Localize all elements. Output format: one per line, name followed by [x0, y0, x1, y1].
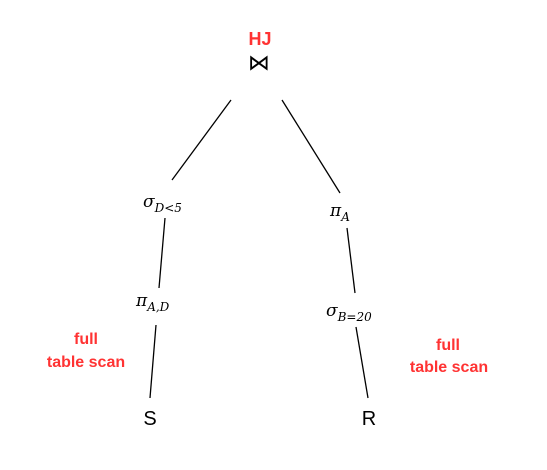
left-select-node: σD<5 [143, 192, 182, 215]
edge-right-select-to-leaf [355, 326, 369, 399]
edge-join-to-right-project [281, 99, 341, 194]
relation-s-leaf: S [143, 408, 156, 430]
left-scan-label-line2: table scan [47, 354, 125, 371]
relation-r-leaf: R [362, 408, 376, 430]
right-scan-label-line2: table scan [410, 359, 488, 376]
edge-right-project-to-select [346, 227, 356, 294]
hash-join-label: HJ [248, 29, 271, 49]
edge-left-project-to-leaf [149, 324, 157, 399]
left-project-node: πA,D [135, 291, 170, 314]
left-project-attributes: A,D [146, 300, 169, 314]
sigma-symbol: σ [143, 192, 155, 212]
left-select-condition: D<5 [154, 201, 182, 215]
left-scan-label-line1: full [74, 331, 98, 348]
right-project-attributes: A [340, 210, 350, 224]
pi-symbol: π [329, 201, 342, 221]
right-select-node: σB=20 [326, 301, 372, 324]
right-select-condition: B=20 [337, 310, 373, 324]
pi-symbol: π [135, 291, 148, 311]
join-icon: ⋈ [248, 51, 270, 76]
sigma-symbol: σ [326, 301, 338, 321]
right-project-node: πA [329, 201, 350, 224]
right-scan-label-line1: full [436, 337, 460, 354]
edge-left-select-to-project [158, 217, 166, 289]
edge-join-to-left-select [171, 99, 232, 181]
